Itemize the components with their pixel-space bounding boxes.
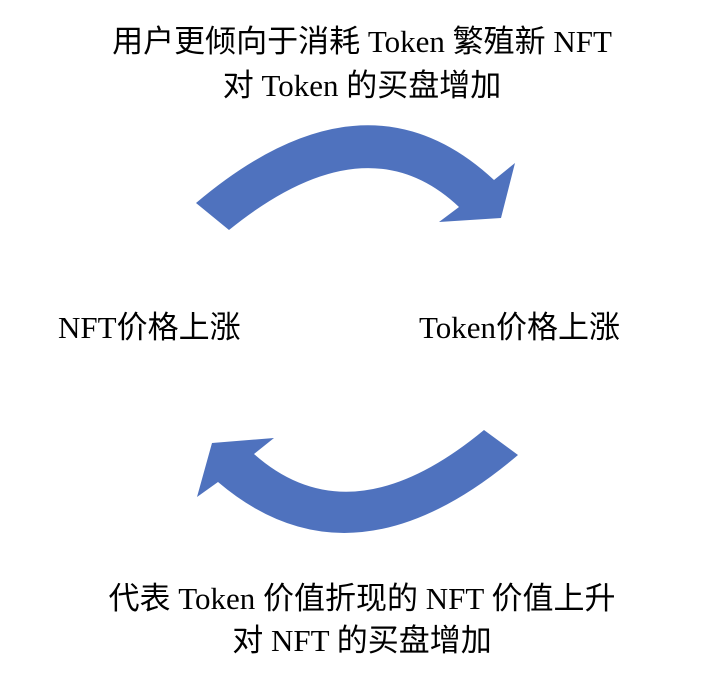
bottom-caption-line2: 对 NFT 的买盘增加 xyxy=(232,623,492,658)
curved-arrow-right-icon xyxy=(196,125,515,230)
left-label: NFT价格上涨 xyxy=(58,310,241,345)
right-label: Token价格上涨 xyxy=(419,310,621,345)
bottom-caption-line1: 代表 Token 价值折现的 NFT 价值上升 xyxy=(108,581,616,616)
curved-arrow-left-icon xyxy=(197,430,518,533)
top-caption-line2: 对 Token 的买盘增加 xyxy=(222,68,502,103)
top-caption-line1: 用户更倾向于消耗 Token 繁殖新 NFT xyxy=(112,24,612,59)
